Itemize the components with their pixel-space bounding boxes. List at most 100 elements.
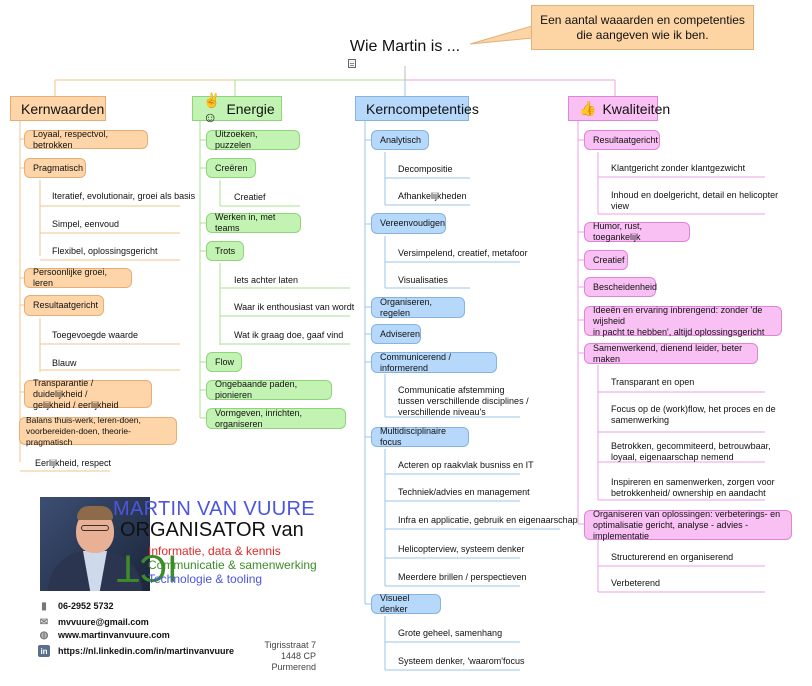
kwaliteiten-humor[interactable]: Humor, rust, toegankelijk bbox=[584, 221, 690, 242]
kernwaarden-groei[interactable]: Persoonlijke groei, leren bbox=[24, 267, 132, 288]
leaf-graag-doe[interactable]: Wat ik graag doe, gaaf vind bbox=[234, 330, 344, 340]
branch-kwaliteiten-label: Kwaliteiten bbox=[602, 100, 671, 117]
kernwaarden-pragmatisch[interactable]: Pragmatisch bbox=[24, 158, 86, 178]
kwaliteiten-bescheidenheid[interactable]: Bescheidenheid bbox=[584, 277, 658, 297]
profile-ict-lines: Informatie, data & kennis Communicatie &… bbox=[148, 544, 317, 586]
energie-creeren[interactable]: Creëren bbox=[206, 158, 256, 178]
contact-website[interactable]: ◍ www.martinvanvuure.com bbox=[38, 629, 170, 641]
leaf-creatief[interactable]: Creatief bbox=[234, 192, 266, 202]
ict-line-communicatie: Communicatie & samenwerking bbox=[148, 558, 317, 572]
leaf-blauw[interactable]: Blauw bbox=[52, 358, 77, 368]
energie-ongebaande-paden[interactable]: Ongebaande paden, pionieren bbox=[206, 379, 332, 400]
kwaliteiten-creatief[interactable]: Creatief bbox=[584, 250, 628, 270]
kerncompetenties-communicerend[interactable]: Communicerend / informerend bbox=[371, 352, 497, 373]
leaf-achter-laten[interactable]: Iets achter laten bbox=[234, 275, 299, 285]
energie-teams[interactable]: Werken in, met teams bbox=[206, 212, 301, 233]
kerncompetenties-vereenvoudigen[interactable]: Vereenvoudigen bbox=[371, 213, 446, 234]
leaf-inhoud[interactable]: Inhoud en doelgericht, detail en helicop… bbox=[611, 190, 778, 212]
mail-icon: ✉ bbox=[39, 616, 49, 628]
leaf-line-1: Communicatie afstemming bbox=[398, 385, 505, 395]
node-label: Visueel denker bbox=[380, 593, 410, 614]
leaf-grote-geheel[interactable]: Grote geheel, samenhang bbox=[398, 628, 503, 638]
leaf-systeem-denker[interactable]: Systeem denker, 'waarom'focus bbox=[398, 656, 525, 666]
leaf-klantgericht[interactable]: Klantgericht zonder klantgezwicht bbox=[611, 163, 746, 173]
branch-energie[interactable]: ✌☺ Energie bbox=[192, 92, 282, 125]
linkedin-icon: in bbox=[38, 645, 50, 657]
branch-kerncompetenties-label: Kerncompetenties bbox=[366, 100, 479, 117]
leaf-acteren[interactable]: Acteren op raakvlak busniss en IT bbox=[398, 460, 534, 470]
callout-line-1: Een aantal waaarden en competenties bbox=[540, 13, 745, 27]
kerncompetenties-multidisciplinair[interactable]: Multidisciplinaire focus bbox=[371, 426, 469, 447]
ict-line-informatie: Informatie, data & kennis bbox=[148, 544, 281, 558]
leaf-meerdere-brillen[interactable]: Meerdere brillen / perspectieven bbox=[398, 572, 527, 582]
root-topic[interactable]: Wie Martin is ... bbox=[349, 38, 461, 55]
profile-role: ORGANISATOR van bbox=[120, 519, 304, 541]
node-label: Organiseren, regelen bbox=[380, 296, 433, 318]
kerncompetenties-organiseren[interactable]: Organiseren, regelen bbox=[371, 297, 465, 318]
leaf-toegevoegde-waarde[interactable]: Toegevoegde waarde bbox=[52, 330, 139, 340]
leaf-techniek[interactable]: Techniek/advies en management bbox=[398, 487, 530, 497]
contact-phone-text: 06-2952 5732 bbox=[58, 601, 114, 611]
leaf-line-2: loyaal, eigenaarschap nemend bbox=[611, 452, 734, 462]
kernwaarden-loyaal[interactable]: Loyaal, respectvol, betrokken bbox=[24, 129, 148, 150]
leaf-iteratief[interactable]: Iteratief, evolutionair, groei als basis bbox=[52, 191, 196, 201]
leaf-line-1: Inspireren en samenwerken, zorgen voor bbox=[611, 477, 775, 487]
kernwaarden-transparantie[interactable]: Transparantie / duidelijkheid / gelijkhe… bbox=[24, 378, 152, 410]
contact-email-text: mvvuure@gmail.com bbox=[58, 617, 149, 627]
kwaliteiten-samenwerkend[interactable]: Samenwerkend, dienend leider, beter make… bbox=[584, 343, 758, 364]
branch-kernwaarden[interactable]: Kernwaarden bbox=[10, 96, 106, 121]
callout-line-2: die aangeven wie ik ben. bbox=[576, 28, 709, 42]
leaf-inspireren[interactable]: Inspireren en samenwerken, zorgen voor b… bbox=[611, 477, 775, 499]
kwaliteiten-organiseren-oplossingen[interactable]: Organiseren van oplossingen: verbetering… bbox=[584, 509, 792, 541]
node-label-line-1: Balans thuis-werk, leren-doen, bbox=[26, 414, 141, 425]
contact-phone[interactable]: ▮ 06-2952 5732 bbox=[38, 600, 114, 612]
kerncompetenties-visueel-denker[interactable]: Visueel denker bbox=[371, 593, 441, 614]
leaf-visualisaties[interactable]: Visualisaties bbox=[398, 275, 448, 285]
leaf-transparant[interactable]: Transparant en open bbox=[611, 377, 695, 387]
leaf-eerlijkheid[interactable]: Eerlijkheid, respect bbox=[35, 458, 112, 468]
leaf-structurerend[interactable]: Structurerend en organiserend bbox=[611, 552, 734, 562]
contact-linkedin[interactable]: in https://nl.linkedin.com/in/martinvanv… bbox=[38, 645, 234, 657]
leaf-versimpelend[interactable]: Versimpelend, creatief, metafoor bbox=[398, 248, 528, 258]
node-label: Creatief bbox=[593, 254, 625, 265]
branch-kernwaarden-label: Kernwaarden bbox=[21, 100, 105, 117]
contact-email[interactable]: ✉ mvvuure@gmail.com bbox=[38, 616, 149, 628]
globe-icon: ◍ bbox=[39, 629, 49, 641]
leaf-decompositie[interactable]: Decompositie bbox=[398, 164, 453, 174]
node-label: Creëren bbox=[215, 162, 248, 173]
node-label: Trots bbox=[215, 245, 236, 256]
leaf-afhankelijkheden[interactable]: Afhankelijkheden bbox=[398, 191, 467, 201]
node-label: Ongebaande paden, pionieren bbox=[215, 379, 298, 400]
node-label: Multidisciplinaire focus bbox=[380, 426, 447, 447]
energie-flow[interactable]: Flow bbox=[206, 352, 242, 372]
node-label: Vereenvoudigen bbox=[380, 218, 446, 228]
node-label: Flow bbox=[215, 356, 235, 367]
kerncompetenties-adviseren[interactable]: Adviseren bbox=[371, 324, 421, 344]
phone-icon: ▮ bbox=[41, 600, 47, 612]
leaf-flexibel[interactable]: Flexibel, oplossingsgericht bbox=[52, 246, 158, 256]
kernwaarden-resultaatgericht[interactable]: Resultaatgericht bbox=[24, 295, 104, 316]
node-label: Bescheidenheid bbox=[593, 281, 658, 292]
energie-trots[interactable]: Trots bbox=[206, 241, 244, 261]
leaf-enthousiast[interactable]: Waar ik enthousiast van wordt bbox=[234, 302, 355, 312]
leaf-betrokken[interactable]: Betrokken, gecommiteerd, betrouwbaar, lo… bbox=[611, 441, 771, 463]
contact-address: Tigrisstraat 7 1448 CP Purmerend bbox=[238, 640, 316, 673]
kernwaarden-balans[interactable]: Balans thuis-werk, leren-doen, voorberei… bbox=[19, 414, 177, 447]
energie-vormgeven[interactable]: Vormgeven, inrichten, organiseren bbox=[206, 408, 346, 429]
leaf-infra[interactable]: Infra en applicatie, gebruik en eigenaar… bbox=[398, 515, 578, 525]
leaf-communicatie-afstemming[interactable]: Communicatie afstemming tussen verschill… bbox=[398, 385, 529, 418]
profile-photo bbox=[40, 497, 150, 591]
leaf-verbeterend[interactable]: Verbeterend bbox=[611, 578, 661, 588]
leaf-helicopterview[interactable]: Helicopterview, systeem denker bbox=[398, 544, 525, 554]
node-label: Werken in, met teams bbox=[215, 212, 276, 233]
node-label: Humor, rust, toegankelijk bbox=[593, 221, 643, 242]
note-icon[interactable] bbox=[348, 59, 356, 68]
leaf-focus-flow[interactable]: Focus op de (work)flow, het proces en de… bbox=[611, 404, 776, 426]
energie-uitzoeken[interactable]: Uitzoeken, puzzelen bbox=[206, 129, 300, 150]
kerncompetenties-analytisch[interactable]: Analytisch bbox=[371, 130, 429, 150]
branch-kwaliteiten[interactable]: 👍 Kwaliteiten bbox=[568, 96, 670, 121]
branch-kerncompetenties[interactable]: Kerncompetenties bbox=[355, 96, 479, 121]
leaf-simpel[interactable]: Simpel, eenvoud bbox=[52, 219, 120, 229]
kwaliteiten-ideeen[interactable]: Ideeën en ervaring inbrengend: zonder 'd… bbox=[584, 305, 782, 337]
kwaliteiten-resultaatgericht[interactable]: Resultaatgericht bbox=[584, 130, 660, 150]
